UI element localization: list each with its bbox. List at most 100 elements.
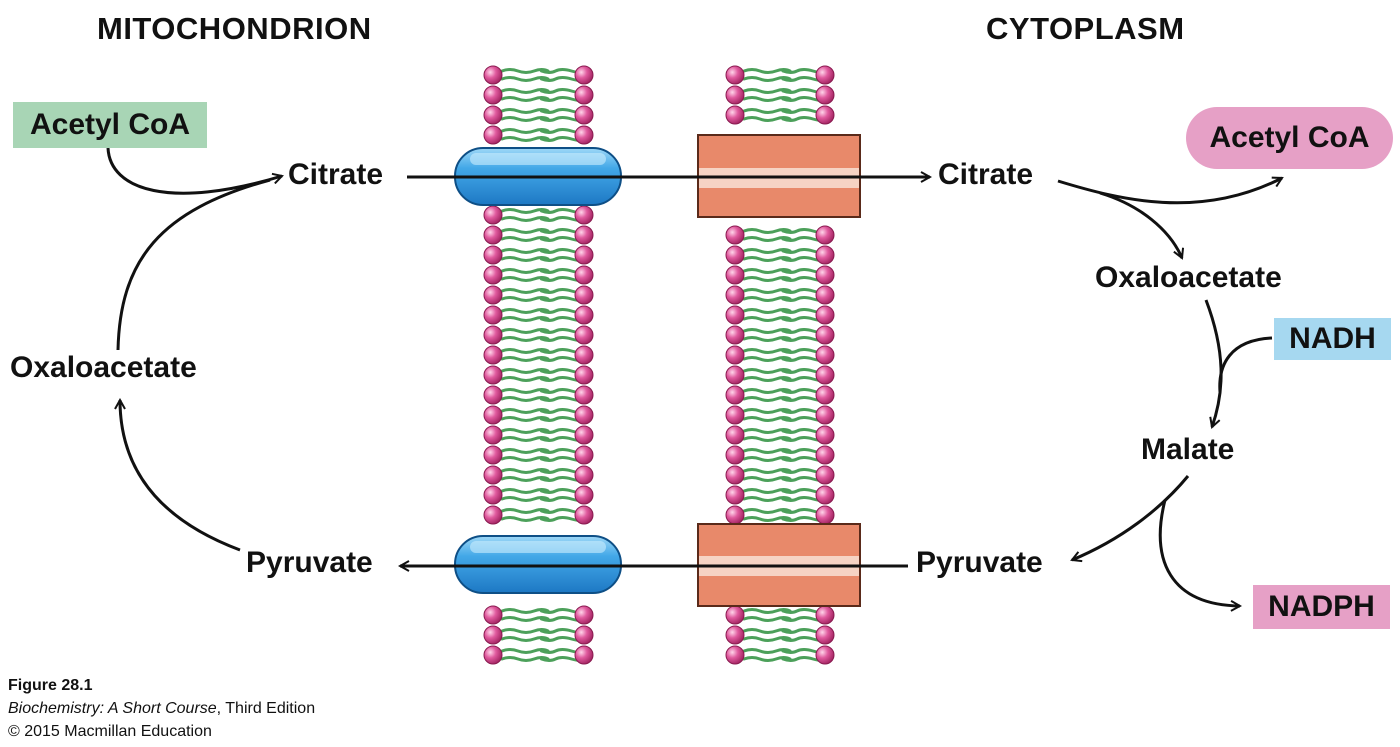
figure-caption: Figure 28.1 Biochemistry: A Short Course…	[8, 674, 315, 743]
lipid-head	[483, 65, 503, 85]
lipid-head	[725, 65, 745, 85]
lipid-head	[574, 225, 594, 245]
lipid-tail	[500, 276, 550, 282]
cyto-oxaloacetate-label: Oxaloacetate	[1095, 261, 1282, 294]
lipid-tail	[742, 88, 792, 94]
cytoplasm-header: CYTOPLASM	[986, 11, 1185, 46]
lipid-head	[815, 245, 835, 265]
lipid-tail	[500, 388, 550, 394]
lipid-head	[725, 85, 745, 105]
lipid-tail	[500, 348, 550, 354]
lipid-head	[483, 605, 503, 625]
lipid-tail	[742, 468, 792, 474]
lipid-head	[725, 245, 745, 265]
lipid-tail	[742, 108, 792, 114]
lipid-head	[483, 425, 503, 445]
lipid-tail	[742, 436, 792, 442]
lipid-head	[725, 505, 745, 525]
lipid-head	[815, 445, 835, 465]
mitochondrion-header: MITOCHONDRION	[97, 11, 372, 46]
lipid-head	[725, 325, 745, 345]
mito-citrate-label: Citrate	[288, 158, 384, 191]
lipid-head	[574, 385, 594, 405]
lipid-tail	[742, 276, 792, 282]
lipid-tail	[500, 76, 550, 82]
lipid-head	[815, 325, 835, 345]
lipid-head	[574, 425, 594, 445]
lipid-head	[815, 605, 835, 625]
lipid-head	[483, 85, 503, 105]
lipid-head	[725, 645, 745, 665]
malate-to-pyruvate-arrow	[1072, 475, 1190, 560]
lipid-tail	[742, 456, 792, 462]
lipid-head	[815, 385, 835, 405]
copyright-line: © 2015 Macmillan Education	[8, 723, 212, 740]
lipid-head	[574, 345, 594, 365]
lipid-head	[725, 605, 745, 625]
cyto-citrate-label: Citrate	[938, 158, 1034, 191]
lipid-tail	[742, 268, 792, 274]
lipid-head	[725, 445, 745, 465]
citrate-to-acetylcoa-arrow	[1057, 178, 1282, 205]
lipid-head	[815, 625, 835, 645]
lipid-head	[574, 105, 594, 125]
lipid-head	[574, 65, 594, 85]
lipid-head	[725, 405, 745, 425]
lipid-tail	[742, 656, 792, 662]
lipid-head	[483, 465, 503, 485]
lipid-head	[574, 465, 594, 485]
lipid-tail	[742, 508, 792, 514]
lipid-head	[574, 445, 594, 465]
lipid-head	[815, 225, 835, 245]
mito-acetyl-coa-box: Acetyl CoA	[13, 102, 207, 148]
lipid-head	[815, 505, 835, 525]
lipid-head	[725, 285, 745, 305]
lipid-head	[725, 265, 745, 285]
lipid-head	[815, 485, 835, 505]
lipid-head	[725, 425, 745, 445]
book-edition: , Third Edition	[216, 700, 316, 717]
lipid-head	[725, 225, 745, 245]
lipid-head	[815, 365, 835, 385]
pyruvate-to-oxaloacetate-arrow	[120, 400, 241, 552]
lipid-head	[725, 105, 745, 125]
lipid-head	[483, 205, 503, 225]
lipid-head	[483, 285, 503, 305]
lipid-head	[574, 125, 594, 145]
lipid-tail	[742, 416, 792, 422]
lipid-tail	[500, 316, 550, 322]
lipid-head	[483, 645, 503, 665]
lipid-head	[574, 265, 594, 285]
lipid-head	[483, 325, 503, 345]
lipid-head	[725, 625, 745, 645]
lipid-tail	[742, 616, 792, 622]
lipid-tail	[742, 408, 792, 414]
nadph-box: NADPH	[1253, 585, 1390, 629]
acetylcoa-to-citrate-arrow	[106, 147, 282, 195]
lipid-tail	[742, 608, 792, 614]
nadh-box: NADH	[1274, 318, 1391, 360]
lipid-head	[815, 305, 835, 325]
lipid-head	[815, 105, 835, 125]
lipid-tail	[742, 376, 792, 382]
lipid-tail	[742, 248, 792, 254]
lipid-tail	[742, 448, 792, 454]
lipid-tail	[500, 416, 550, 422]
lipid-head	[725, 485, 745, 505]
lipid-head	[574, 485, 594, 505]
lipid-head	[725, 345, 745, 365]
lipid-head	[574, 85, 594, 105]
lipid-tail	[742, 628, 792, 634]
lipid-tail	[742, 516, 792, 522]
lipid-tail	[742, 96, 792, 102]
malate-to-nadph-arrow	[1158, 499, 1240, 606]
lipid-head	[725, 385, 745, 405]
lipid-head	[483, 305, 503, 325]
lipid-head	[815, 85, 835, 105]
lipid-head	[725, 305, 745, 325]
lipid-head	[483, 365, 503, 385]
cyto-pyruvate-label: Pyruvate	[916, 546, 1043, 579]
lipid-tail	[742, 368, 792, 374]
lipid-tail	[742, 228, 792, 234]
cyto-malate-label: Malate	[1141, 433, 1235, 466]
